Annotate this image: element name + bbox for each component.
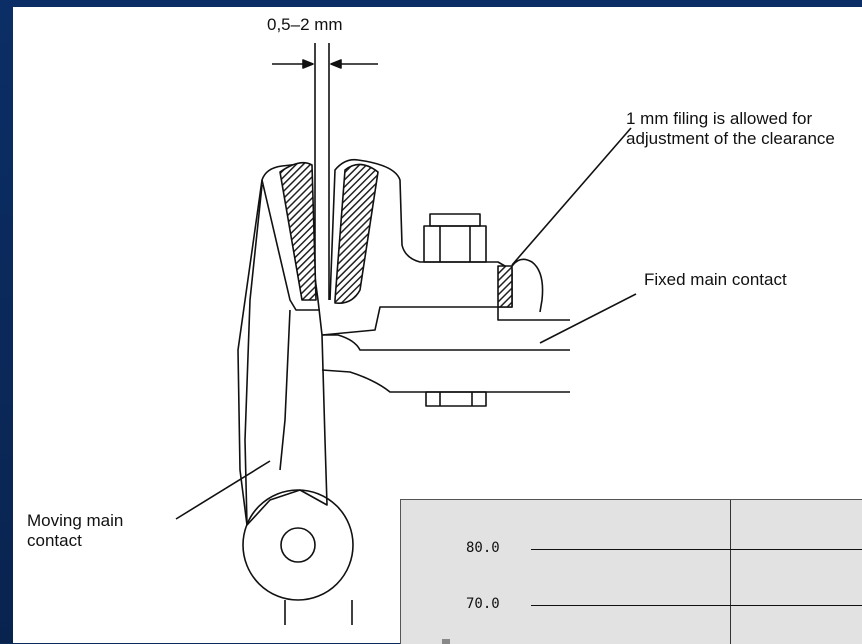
tick-label-70: 70.0	[466, 596, 500, 612]
gridline-70	[531, 605, 862, 606]
filing-leader	[511, 127, 632, 266]
filing-note-label: 1 mm filing is allowed for adjustment of…	[626, 109, 835, 148]
filing-area	[497, 265, 513, 308]
moving-contact-label: Moving main contact	[27, 511, 124, 550]
fixed-contact-body	[321, 158, 513, 336]
inset-chart-panel: 80.0 70.0	[400, 499, 862, 644]
nut-body	[423, 225, 487, 263]
moving-contact-insert	[279, 161, 317, 301]
fixed-contact-label: Fixed main contact	[644, 270, 787, 289]
bolt-head	[425, 391, 487, 407]
conductor-bottom	[321, 369, 570, 393]
nut-top	[429, 213, 481, 227]
tick-label-80: 80.0	[466, 540, 500, 556]
moving-contact-roller	[242, 489, 354, 601]
fixed-contact-insert	[334, 163, 379, 305]
conductor-top	[322, 334, 570, 351]
moving-leader	[175, 460, 271, 520]
inset-divider	[730, 500, 731, 644]
clearance-dimension-label: 0,5–2 mm	[267, 15, 343, 34]
contact-drawing	[175, 43, 637, 625]
fixed-leader	[539, 293, 637, 344]
gridline-80	[531, 549, 862, 550]
tick-stub	[442, 639, 450, 644]
